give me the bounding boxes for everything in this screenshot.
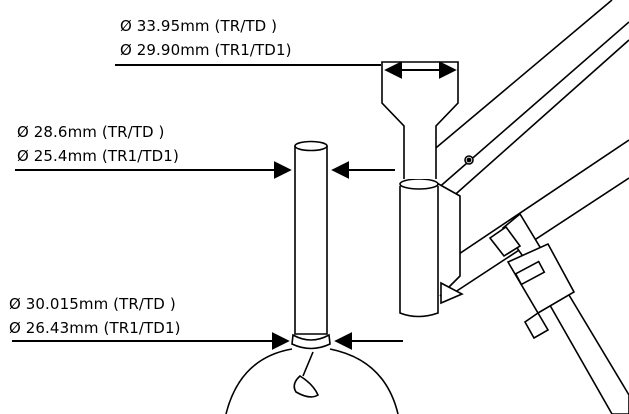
- frame-tube: [399, 178, 439, 318]
- middle-diameter-tr-td: Ø 28.6mm (TR/TD ): [17, 123, 165, 141]
- bottom-diameter-tr1-td1: Ø 26.43mm (TR1/TD1): [9, 319, 181, 337]
- top-dimension: [115, 61, 457, 79]
- top-diameter-tr1-td1: Ø 29.90mm (TR1/TD1): [120, 41, 292, 59]
- fitting-bracket: [434, 181, 464, 305]
- middle-diameter-tr1-td1: Ø 25.4mm (TR1/TD1): [17, 147, 179, 165]
- top-diameter-tr-td: Ø 33.95mm (TR/TD ): [120, 17, 278, 35]
- measuring-caliper: [381, 61, 459, 179]
- fork-crown: [225, 348, 399, 414]
- steerer-tube: [291, 140, 331, 350]
- vernier-caliper-icon: [488, 212, 629, 414]
- bottom-diameter-tr-td: Ø 30.015mm (TR/TD ): [9, 295, 176, 313]
